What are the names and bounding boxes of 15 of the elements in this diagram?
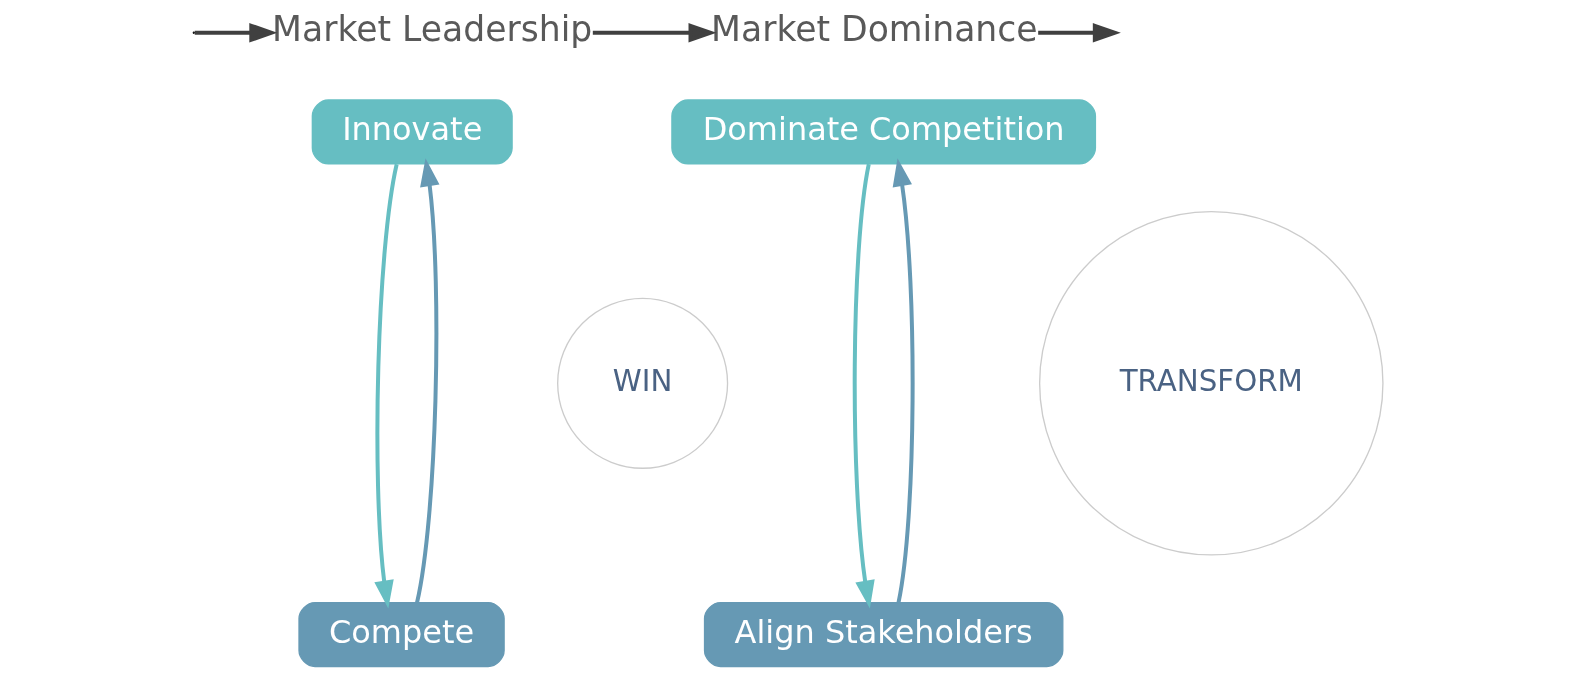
arrow [1037,22,1121,43]
node-box: Dominate Competition [670,99,1096,165]
node-text: Market Dominance [710,9,1038,50]
node-box: Innovate [311,99,513,165]
arrow [373,163,399,609]
arrow [852,163,875,609]
arrow [194,22,277,43]
arrow [592,22,717,43]
node-box: Compete [297,601,505,668]
arrow [414,158,439,603]
node-text: Market Leadership [271,9,592,50]
node-circle: WIN [556,297,728,469]
node-box: Align Stakeholders [703,601,1063,668]
node-circle: TRANSFORM [1038,210,1384,556]
arrow [892,158,915,603]
